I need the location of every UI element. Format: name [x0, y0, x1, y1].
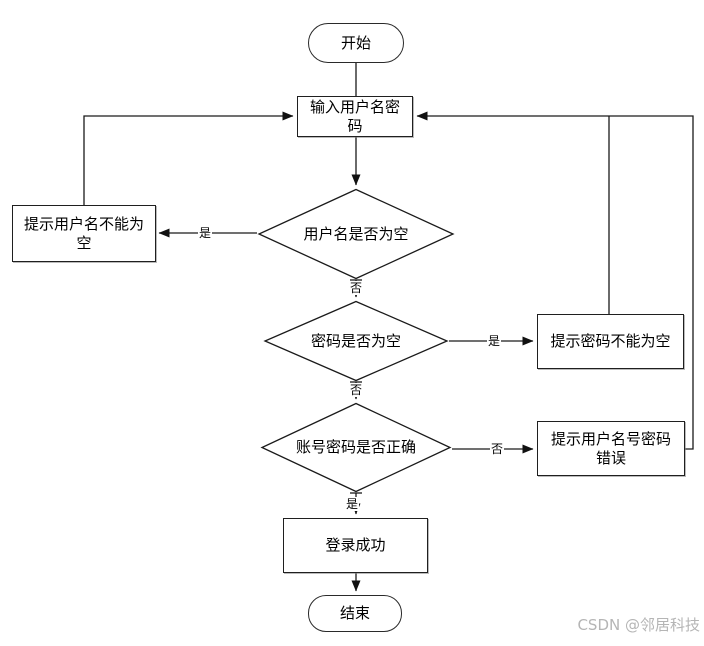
decision-credentials-correct: 账号密码是否正确 [260, 402, 452, 493]
input-credentials-process: 输入用户名密码 [297, 96, 413, 137]
start-label: 开始 [340, 33, 371, 52]
login-success-process: 登录成功 [283, 518, 428, 573]
decision-password-empty-label: 密码是否为空 [310, 331, 401, 350]
end-terminator: 结束 [308, 595, 402, 632]
edge-label-password-no: 否 [348, 383, 364, 397]
prompt-password-empty-label: 提示密码不能为空 [550, 332, 671, 350]
diamond-shape [263, 300, 449, 382]
prompt-wrong-credentials-process: 提示用户名号密码错误 [537, 421, 685, 476]
prompt-username-empty-label: 提示用户名不能为空 [23, 214, 144, 252]
end-label: 结束 [339, 604, 370, 622]
login-success-label: 登录成功 [325, 536, 386, 554]
edge-label-credentials-yes: 是 [344, 497, 360, 511]
prompt-username-empty-process: 提示用户名不能为空 [12, 205, 156, 262]
decision-username-empty: 用户名是否为空 [257, 188, 455, 280]
decision-password-empty: 密码是否为空 [263, 300, 449, 382]
csdn-watermark: CSDN @邻居科技 [577, 616, 700, 634]
edge-label-username-no: 否 [348, 281, 364, 295]
prompt-password-empty-process: 提示密码不能为空 [537, 314, 684, 369]
start-terminator: 开始 [308, 23, 404, 63]
diamond-shape [257, 188, 455, 280]
diamond-shape [260, 402, 452, 493]
edge-label-credentials-no: 否 [489, 442, 505, 456]
input-credentials-label: 输入用户名密码 [309, 97, 400, 135]
edge-label-username-yes: 是 [197, 226, 213, 240]
decision-credentials-correct-label: 账号密码是否正确 [295, 438, 416, 456]
prompt-wrong-credentials-label: 提示用户名号密码错误 [550, 429, 671, 467]
edge-label-password-yes: 是 [486, 334, 502, 348]
decision-username-empty-label: 用户名是否为空 [303, 224, 409, 243]
